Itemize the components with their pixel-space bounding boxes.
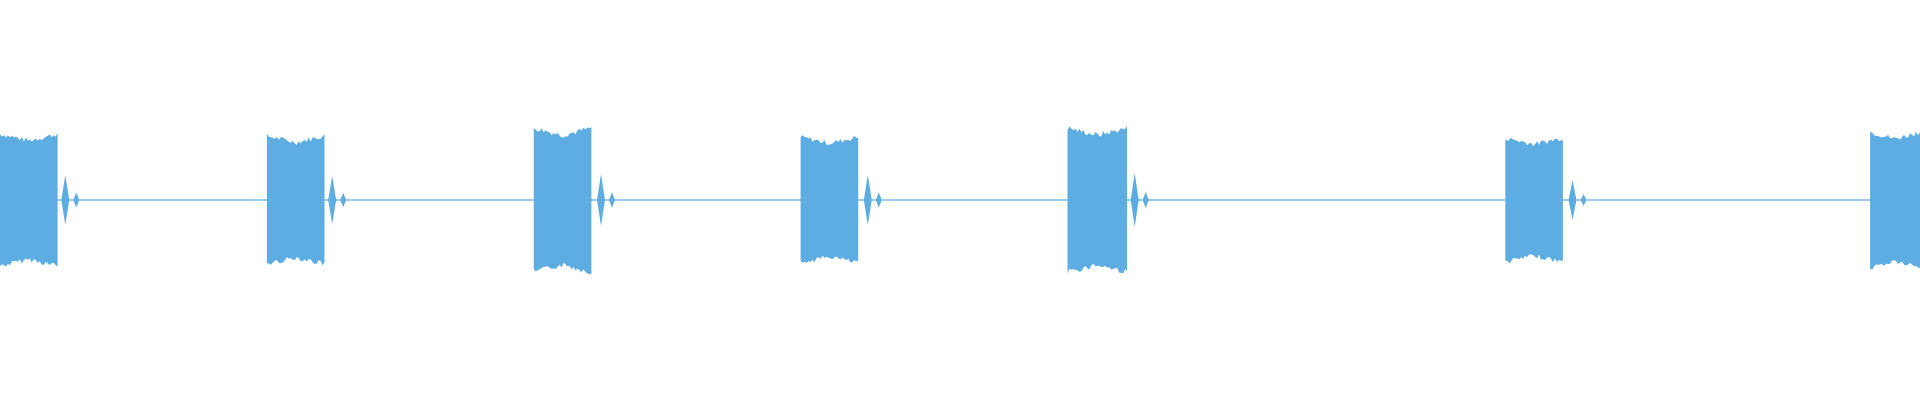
waveform-click-echo (73, 192, 80, 208)
waveform-burst (533, 127, 592, 275)
waveform-click (863, 175, 872, 225)
waveform-click-echo (340, 192, 347, 208)
waveform-burst (1505, 137, 1563, 264)
waveform-click-echo (1580, 194, 1587, 206)
waveform-click-echo (1142, 191, 1149, 209)
waveform-click-echo (609, 192, 615, 208)
waveform-clicks (61, 173, 1587, 227)
waveform-click (1568, 180, 1577, 220)
waveform-burst (1067, 125, 1127, 274)
waveform-click (61, 175, 70, 225)
waveform-burst (0, 133, 58, 267)
waveform-click (1130, 173, 1139, 227)
waveform-click-echo (875, 192, 882, 208)
waveform-burst (266, 133, 325, 266)
waveform-click (328, 176, 337, 224)
waveform-click (597, 174, 605, 226)
waveform-bursts (0, 125, 1920, 275)
waveform-burst (800, 135, 859, 264)
waveform-burst (1870, 131, 1920, 270)
